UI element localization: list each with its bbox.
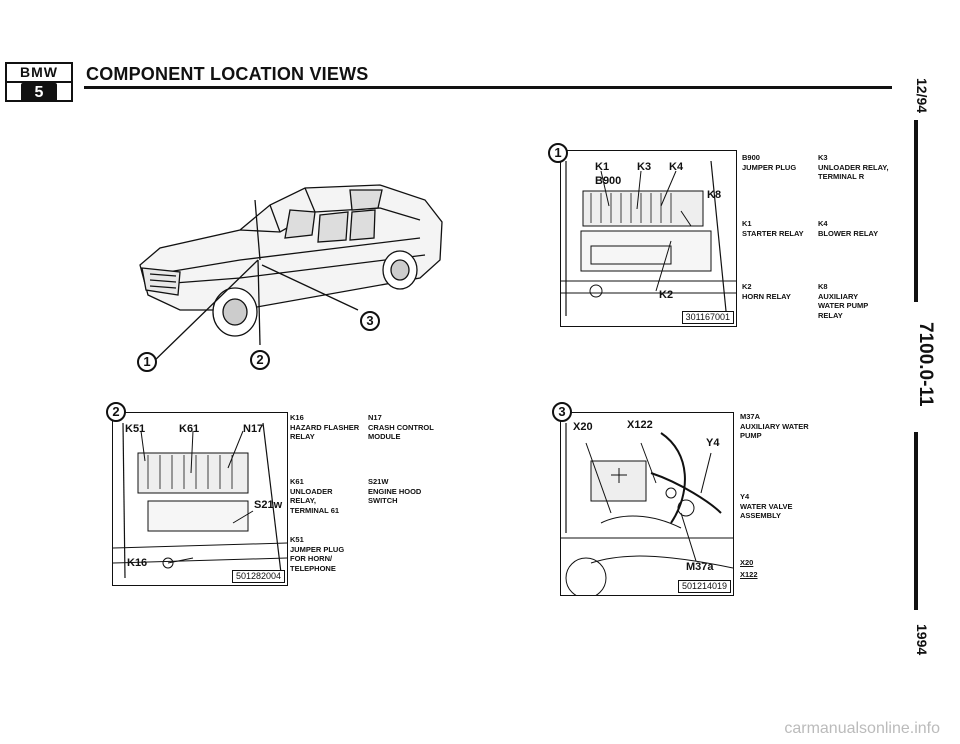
view-2-label-s21w: S21w ENGINE HOOD SWITCH (368, 477, 422, 505)
view-1-picture-id: 301167001 (681, 311, 734, 324)
view-1-label-k3: K3 UNLOADER RELAY, TERMINAL R (818, 153, 889, 181)
view-2-label-k51: K51 JUMPER PLUG FOR HORN/ TELEPHONE (290, 535, 345, 573)
view-2-photo: K51 K61 N17 S21w K16 501282004 (112, 412, 288, 586)
view-3-label-x122: X122 (740, 570, 758, 579)
view-2-tag-k51: K51 (125, 423, 146, 435)
view-3-tag-x20: X20 (573, 421, 593, 433)
view-1-photo: K1 K3 K4 B900 K8 K2 301167001 (560, 150, 737, 327)
header-rule (84, 86, 892, 89)
view-1-drawing (561, 160, 736, 316)
page-title: COMPONENT LOCATION VIEWS (86, 64, 369, 84)
car-callout-2: 2 (250, 350, 270, 370)
logo-top-text: BMW (7, 64, 71, 83)
bmw-logo: BMW 5 (5, 62, 73, 102)
view-1-tag-k8: K8 (707, 189, 722, 201)
view-3-number: 3 (552, 402, 572, 422)
view-1-tag-k2: K2 (659, 289, 674, 301)
view-2-tag-k61: K61 (179, 423, 200, 435)
view-2-number: 2 (106, 402, 126, 422)
view-2-tag-k16: K16 (127, 557, 148, 569)
view-1-number: 1 (548, 143, 568, 163)
view-2-picture-id: 501282004 (231, 570, 285, 583)
view-1-tag-k3: K3 (637, 161, 652, 173)
car-callout-1: 1 (137, 352, 157, 372)
car-illustration (139, 184, 443, 366)
logo-series-text: 5 (21, 83, 57, 102)
view-3-label-x20: X20 (740, 558, 754, 567)
side-date: 12/94 (914, 78, 930, 114)
car-callout-3: 3 (360, 311, 380, 331)
view-1-label-k1: K1 STARTER RELAY (742, 219, 804, 238)
view-3-label-m37a: M37a AUXILIARY WATER PUMP (740, 412, 809, 440)
view-1-label-k2: K2 HORN RELAY (742, 282, 791, 301)
view-3-tag-m37a: M37a (686, 561, 714, 573)
view-3-picture-id: 501214019 (677, 580, 731, 593)
side-page-number: 7100.0-11 (915, 322, 936, 407)
side-line-top (914, 120, 918, 302)
view-2-drawing (113, 422, 287, 579)
view-3-tag-x122: X122 (627, 419, 653, 431)
view-2-label-n17: N17 CRASH CONTROL MODULE (368, 413, 434, 441)
view-1-tag-k4: K4 (669, 161, 684, 173)
view-3-photo: X20 X122 Y4 M37a 501214019 (560, 412, 734, 596)
view-3-label-y4: Y4 WATER VALVE ASSEMBLY (740, 492, 793, 520)
view-2-tag-s21w: S21w (254, 499, 283, 511)
view-3-drawing (561, 423, 733, 595)
view-1-label-b900: B900 JUMPER PLUG (742, 153, 797, 172)
view-2-label-k16: K16 HAZARD FLASHER RELAY (290, 413, 360, 441)
view-1-label-k8: K8 AUXILIARY WATER PUMP RELAY (818, 282, 869, 320)
view-1-tag-b900: B900 (595, 175, 622, 187)
view-3-tag-y4: Y4 (706, 437, 720, 449)
view-2-label-k61: K61 UNLOADER RELAY, TERMINAL 61 (290, 477, 340, 515)
watermark: carmanualsonline.info (784, 720, 940, 737)
view-1-tag-k1: K1 (595, 161, 610, 173)
view-1-label-k4: K4 BLOWER RELAY (818, 219, 879, 238)
side-line-bottom (914, 432, 918, 610)
side-year: 1994 (914, 624, 930, 656)
view-2-tag-n17: N17 (243, 423, 264, 435)
